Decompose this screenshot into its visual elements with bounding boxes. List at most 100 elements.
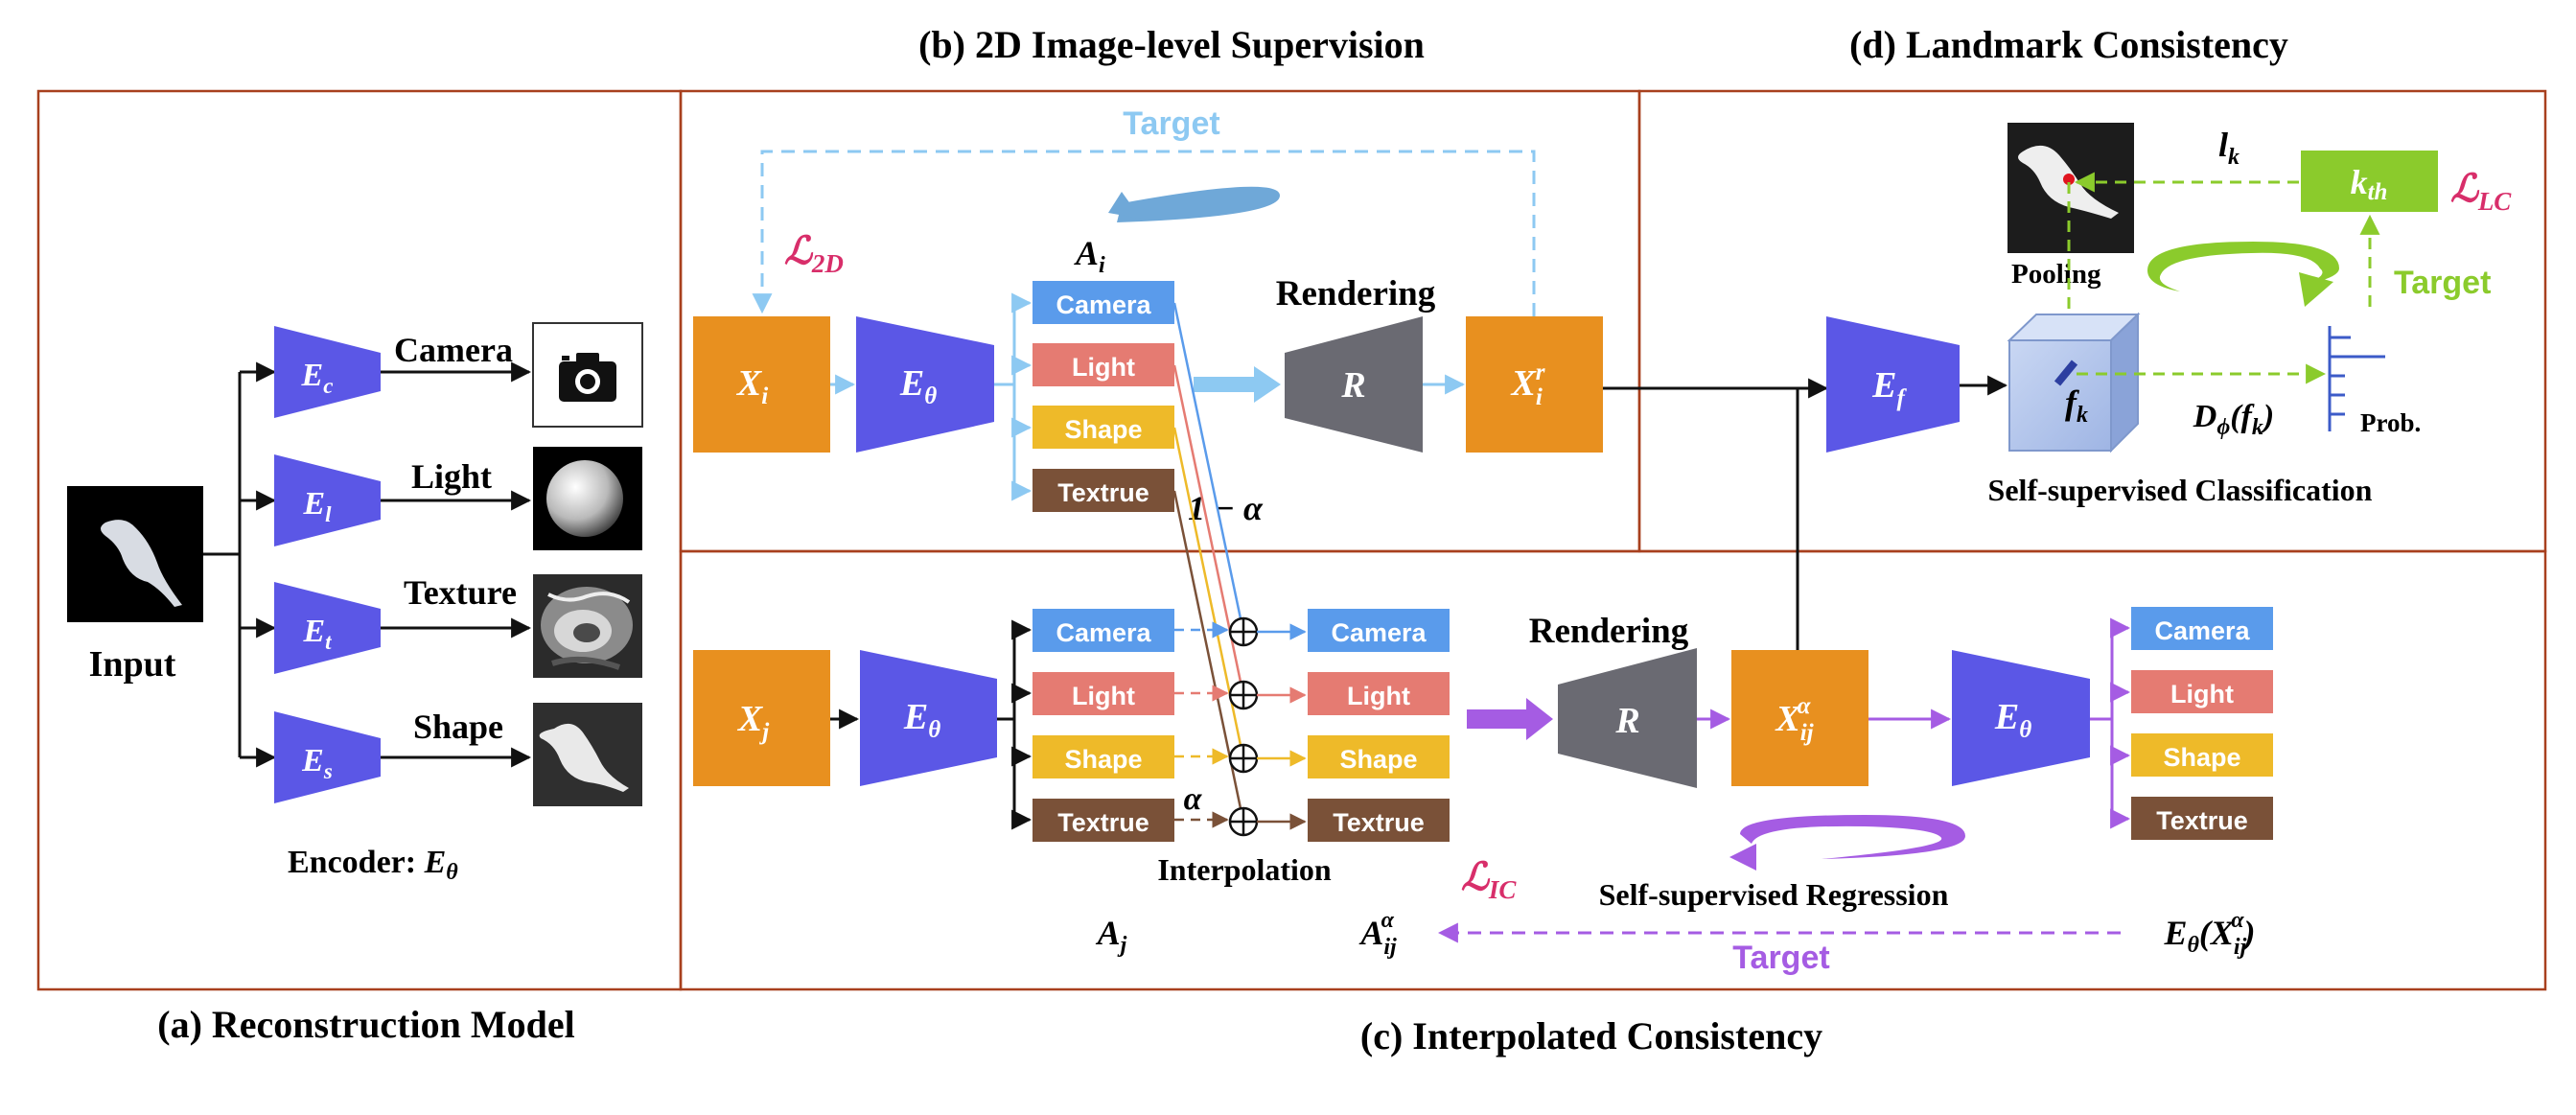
kth-symbol: k [2351,163,2368,201]
d-phi-arg: (f [2230,399,2255,434]
svg-text:kth: kth [2351,163,2388,205]
probability-histogram [2328,326,2385,431]
encoder-caption: Encoder: [288,845,425,880]
d-phi-subscript: ϕ [2216,415,2230,440]
mixed-light-label: Light [1347,682,1410,710]
svg-text:Es: Es [301,743,333,783]
encoder-theta-b-subscript: θ [924,383,937,409]
svg-text:Ai: Ai [1074,234,1105,278]
image-xij-subscript: ij [1800,720,1815,746]
encoder-theta-c2-subscript: θ [2019,717,2031,743]
loop-arrow-b [1108,186,1280,222]
output-label-camera: Camera [394,331,513,369]
encoder-theta-c-subscript: θ [928,717,940,743]
encoder-shape-subscript: s [323,759,333,783]
feature-slice [2054,360,2078,386]
encoder-caption-symbol: E [424,845,447,880]
svg-text:Aijα: Aijα [1358,908,1397,960]
output-label-texture: Texture [404,573,517,612]
feature-cube [2007,312,2141,453]
regressed-camera-label: Camera [2154,616,2250,645]
oplus-operators [1228,616,1259,837]
encoder-theta-c2 [1952,650,2090,786]
svg-text:Et: Et [302,614,332,654]
panel-c: Xj Eθ Camera Light Shape Textrue [693,302,2273,976]
aij-symbol: A [1358,914,1383,952]
aj-subscript: j [1117,933,1127,958]
e-of-x-inner-subscript: ij [2234,935,2247,960]
image-xij-superscript: α [1798,693,1812,719]
title-panel-c: (c) Interpolated Consistency [1360,1014,1822,1057]
svg-text:Ef: Ef [1871,365,1907,411]
svg-text:ℒ2D: ℒ2D [784,229,844,278]
attr-texture-c-label: Textrue [1057,808,1149,837]
attr-shape-b [1033,406,1174,449]
encoder-light-subscript: l [325,502,332,526]
svg-text:fk: fk [2065,383,2088,428]
loss-lc-symbol: ℒ [2450,167,2480,210]
renderer-c-symbol: R [1614,701,1639,741]
loss-lc-subscript: LC [2477,187,2512,216]
regressed-camera [2131,607,2273,650]
image-xj-symbol: X [737,699,764,739]
image-xi-box [693,316,830,453]
input-label: Input [89,644,176,685]
regressed-light-label: Light [2170,680,2234,708]
interpolation-label: Interpolation [1157,852,1332,887]
svg-text:ℒLC: ℒLC [2450,167,2512,216]
target-label-b: Target [1123,105,1219,142]
title-panel-b: (b) 2D Image-level Supervision [918,23,1425,66]
image-xr-superscript: r [1536,360,1545,385]
encoder-caption-subscript: θ [446,860,458,885]
attr-shape-c-label: Shape [1064,745,1142,774]
svg-text:Eθ: Eθ [899,363,937,409]
svg-text:Xj: Xj [737,699,770,745]
encoder-theta-c-symbol: E [903,697,928,737]
landmark-image [2007,123,2134,253]
pooling-label: Pooling [2011,259,2101,290]
fk-subscript: k [2077,403,2088,428]
svg-text:El: El [302,486,332,526]
regressed-shape [2131,733,2273,777]
image-xij-box [1731,650,1868,786]
target-label-d: Target [2394,265,2491,301]
image-xij-symbol: X [1775,699,1801,739]
attr-light-c [1033,672,1174,715]
panel-c-frame [679,549,2547,991]
loss-ic-symbol: ℒ [1461,855,1491,898]
regression-label: Self-supervised Regression [1599,877,1949,912]
rendering-label-b: Rendering [1276,274,1436,314]
attr-ai-subscript: i [1099,253,1105,278]
image-xr-subscript: i [1536,384,1543,410]
attr-shape-b-label: Shape [1064,415,1142,444]
svg-text:Eθ: Eθ [903,697,940,743]
image-xr-box [1466,316,1603,453]
thick-arrow-to-renderer-b [1194,366,1281,403]
attr-texture-c [1033,799,1174,842]
attr-texture-b-label: Textrue [1057,478,1149,507]
shape-bird-silhouette [539,723,629,792]
lk-symbol: l [2218,126,2228,164]
loss-2d-symbol: ℒ [784,229,814,272]
encoder-texture: Et [274,582,381,674]
d-phi-close: ) [2261,399,2274,434]
encoder-shape: Es [274,711,381,803]
prob-label: Prob. [2360,408,2421,437]
renderer-b-symbol: R [1340,365,1365,406]
svg-text:Encoder: Eθ: Encoder: Eθ [288,845,458,885]
attr-camera-c [1033,609,1174,652]
mixed-shape-label: Shape [1339,745,1417,774]
mixed-texture-label: Textrue [1333,808,1425,837]
attr-light-b-label: Light [1072,353,1135,382]
image-xr-symbol: X [1510,363,1537,404]
target-dashed-arrow-b [752,150,1536,316]
alpha-label: α [1184,781,1203,817]
svg-text:lk: lk [2218,126,2239,170]
loop-arrow-d [2147,242,2339,307]
camera-icon [559,353,616,402]
encoder-b-fanout [994,292,1033,501]
output-label-shape: Shape [413,708,503,746]
aij-superscript: α [1381,908,1395,933]
encoder-camera: Ec [274,326,381,418]
